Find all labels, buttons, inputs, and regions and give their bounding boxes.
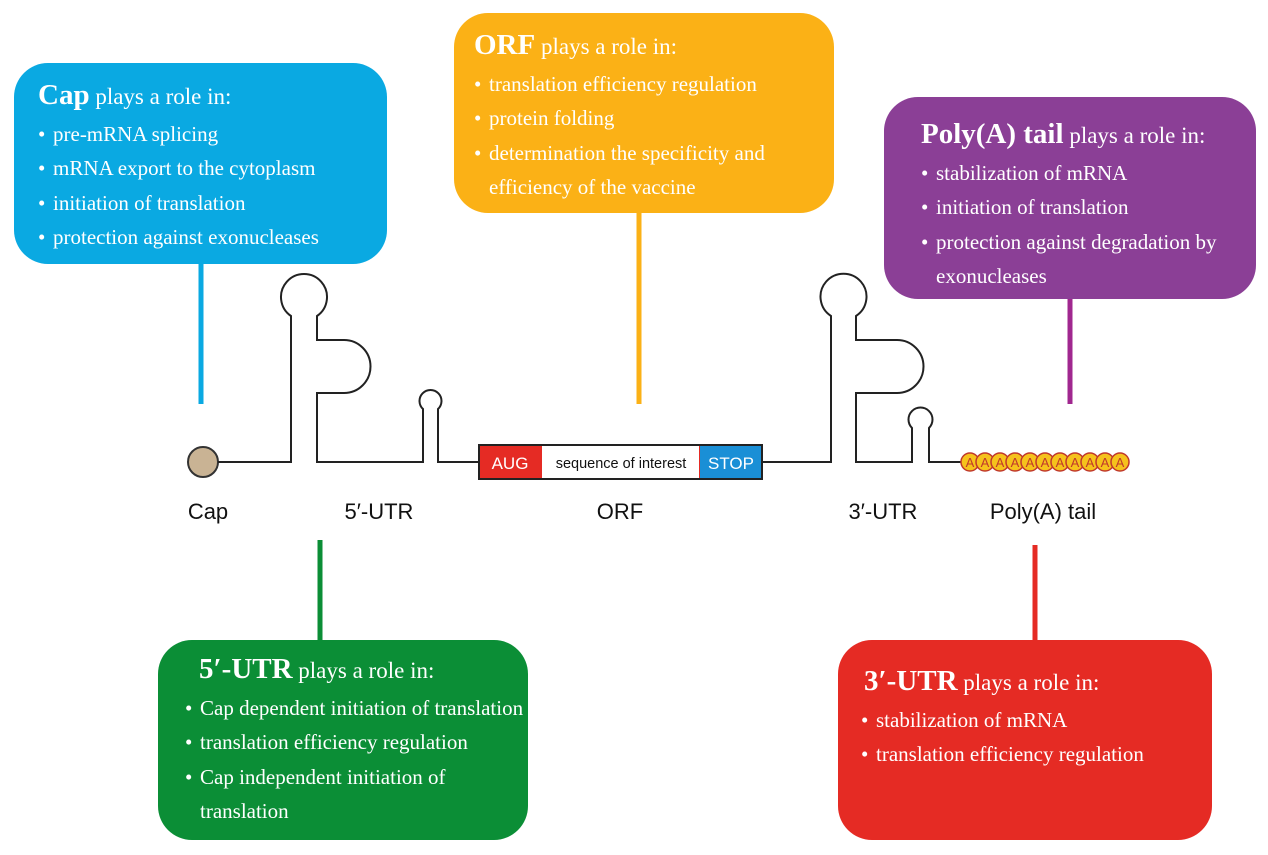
label-3utr: 3′-UTR [849,499,918,524]
cap-info-box: Cap plays a role in: pre-mRNA splicing m… [14,63,387,264]
label-cap: Cap [188,499,228,524]
label-5utr: 5′-UTR [345,499,414,524]
list-item: stabilization of mRNA [861,703,1212,738]
list-item: determination the specificity and effici… [474,136,834,205]
cap-circle [187,446,219,478]
cap-box-suffix: plays a role in: [89,84,232,109]
list-item: translation efficiency regulation [474,67,834,102]
list-item: translation efficiency regulation [185,725,528,760]
orf-bar: AUG sequence of interest STOP [478,444,763,480]
utr5-box-suffix: plays a role in: [292,658,435,683]
list-item: protein folding [474,101,834,136]
list-item: stabilization of mRNA [921,156,1256,191]
cap-box-title: Cap [38,79,90,111]
utr3-info-box: 3′-UTR plays a role in: stabilization of… [838,640,1212,840]
utr5-box-title: 5′-UTR [199,653,293,685]
orf-box-title: ORF [474,29,536,61]
list-item: translation efficiency regulation [861,737,1212,772]
cap-box-heading: Cap plays a role in: [38,78,387,113]
poly-box-title: Poly(A) tail [921,118,1064,150]
aug-label: AUG [492,454,529,473]
list-item: mRNA export to the cytoplasm [38,151,387,186]
stop-segment [700,445,762,479]
orf-info-box: ORF plays a role in: translation efficie… [454,13,834,213]
orf-box-heading: ORF plays a role in: [474,28,834,63]
utr5-box-heading: 5′-UTR plays a role in: [185,652,528,687]
orf-box-list: translation efficiency regulation protei… [474,67,834,205]
list-item: pre-mRNA splicing [38,117,387,152]
label-orf: ORF [597,499,643,524]
utr5-structure [218,273,479,463]
list-item: protection against exonucleases [38,220,387,255]
stop-label: STOP [708,454,754,473]
utr3-box-suffix: plays a role in: [957,670,1100,695]
poly-a-letter: A [1116,455,1125,470]
poly-a-letter: A [966,455,975,470]
list-item: Cap independent initiation of translatio… [185,760,528,829]
poly-a-letter: A [996,455,1005,470]
poly-a-letter: A [1056,455,1065,470]
aug-segment [479,445,541,479]
poly-a-letter: A [1011,455,1020,470]
list-item: initiation of translation [921,190,1256,225]
sequence-label: sequence of interest [556,456,687,472]
poly-a-bead [1110,452,1130,472]
poly-a-letter: A [1041,455,1050,470]
utr3-box-title: 3′-UTR [864,665,958,697]
utr3-box-heading: 3′-UTR plays a role in: [861,664,1212,699]
utr5-info-box: 5′-UTR plays a role in: Cap dependent in… [158,640,528,840]
poly-box-heading: Poly(A) tail plays a role in: [921,117,1256,152]
poly-a-letter: A [1026,455,1035,470]
poly-a-letter: A [1101,455,1110,470]
poly-box-list: stabilization of mRNA initiation of tran… [921,156,1256,294]
orf-box-suffix: plays a role in: [535,34,678,59]
cap-box-list: pre-mRNA splicing mRNA export to the cyt… [38,117,387,255]
list-item: initiation of translation [38,186,387,221]
poly-a-letter: A [1071,455,1080,470]
utr3-box-list: stabilization of mRNA translation effici… [861,703,1212,772]
poly-box-suffix: plays a role in: [1063,123,1206,148]
poly-a-letter: A [1086,455,1095,470]
poly-a-letter: A [981,455,990,470]
list-item: protection against degradation by exonuc… [921,225,1256,294]
utr3-structure [762,272,962,463]
utr5-box-list: Cap dependent initiation of translation … [185,691,528,829]
sequence-segment [540,444,701,480]
list-item: Cap dependent initiation of translation [185,691,528,726]
poly-a-info-box: Poly(A) tail plays a role in: stabilizat… [884,97,1256,299]
label-poly: Poly(A) tail [990,499,1096,524]
